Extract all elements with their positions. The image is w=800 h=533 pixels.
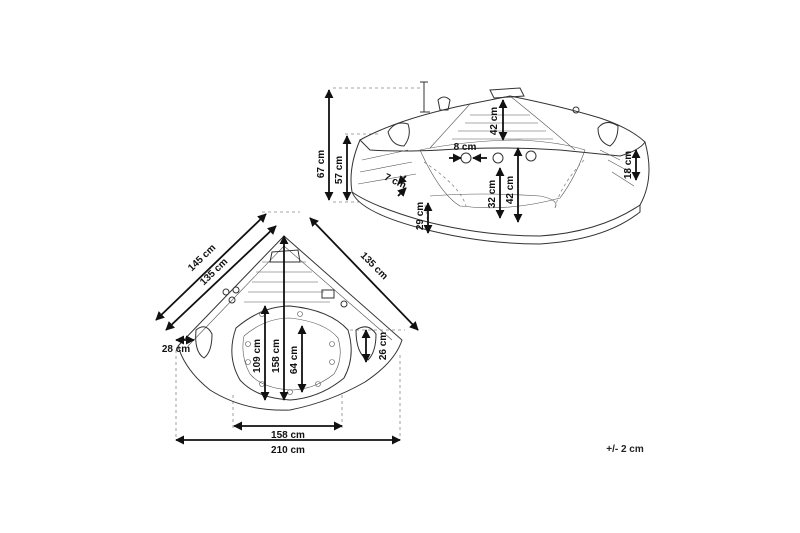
dim-label: 67 cm — [316, 150, 327, 178]
dim-label: 26 cm — [378, 332, 389, 360]
tolerance-note: +/- 2 cm — [606, 444, 644, 455]
dim-label: 109 cm — [252, 339, 263, 373]
jet-icon — [492, 152, 504, 164]
dim-label: 8 cm — [454, 142, 477, 153]
dim-label: 7 cm — [382, 172, 407, 192]
right-pillow — [597, 122, 619, 147]
top-view: 145 cm 135 cm 135 cm 28 cm 109 cm 158 cm… — [155, 211, 419, 456]
dim-label: 135 cm — [358, 250, 390, 282]
dim-label: 57 cm — [334, 156, 345, 184]
top-inner-basin — [231, 305, 352, 401]
front-view: 67 cm 57 cm 42 cm 8 cm 32 cm 42 cm 7 cm … — [316, 81, 650, 245]
dim-label: 42 cm — [505, 176, 516, 204]
dim-label: 18 cm — [623, 151, 634, 179]
tub-body-outline — [350, 139, 650, 237]
dim-label: 32 cm — [487, 180, 498, 208]
faucet-icon — [420, 81, 430, 113]
dim-label: 28 cm — [162, 344, 190, 355]
jet-icon — [525, 150, 537, 162]
dim-label: 210 cm — [271, 445, 305, 456]
tub-top-outline — [177, 235, 403, 411]
headrest — [489, 87, 525, 99]
dim-label: 42 cm — [489, 107, 500, 135]
top-left-pillow — [195, 326, 213, 359]
dim-label: 158 cm — [271, 339, 282, 373]
dim-label: 29 cm — [415, 202, 426, 230]
jet-icon — [460, 152, 472, 164]
dim-label: 64 cm — [289, 346, 300, 374]
left-pillow — [387, 122, 410, 147]
